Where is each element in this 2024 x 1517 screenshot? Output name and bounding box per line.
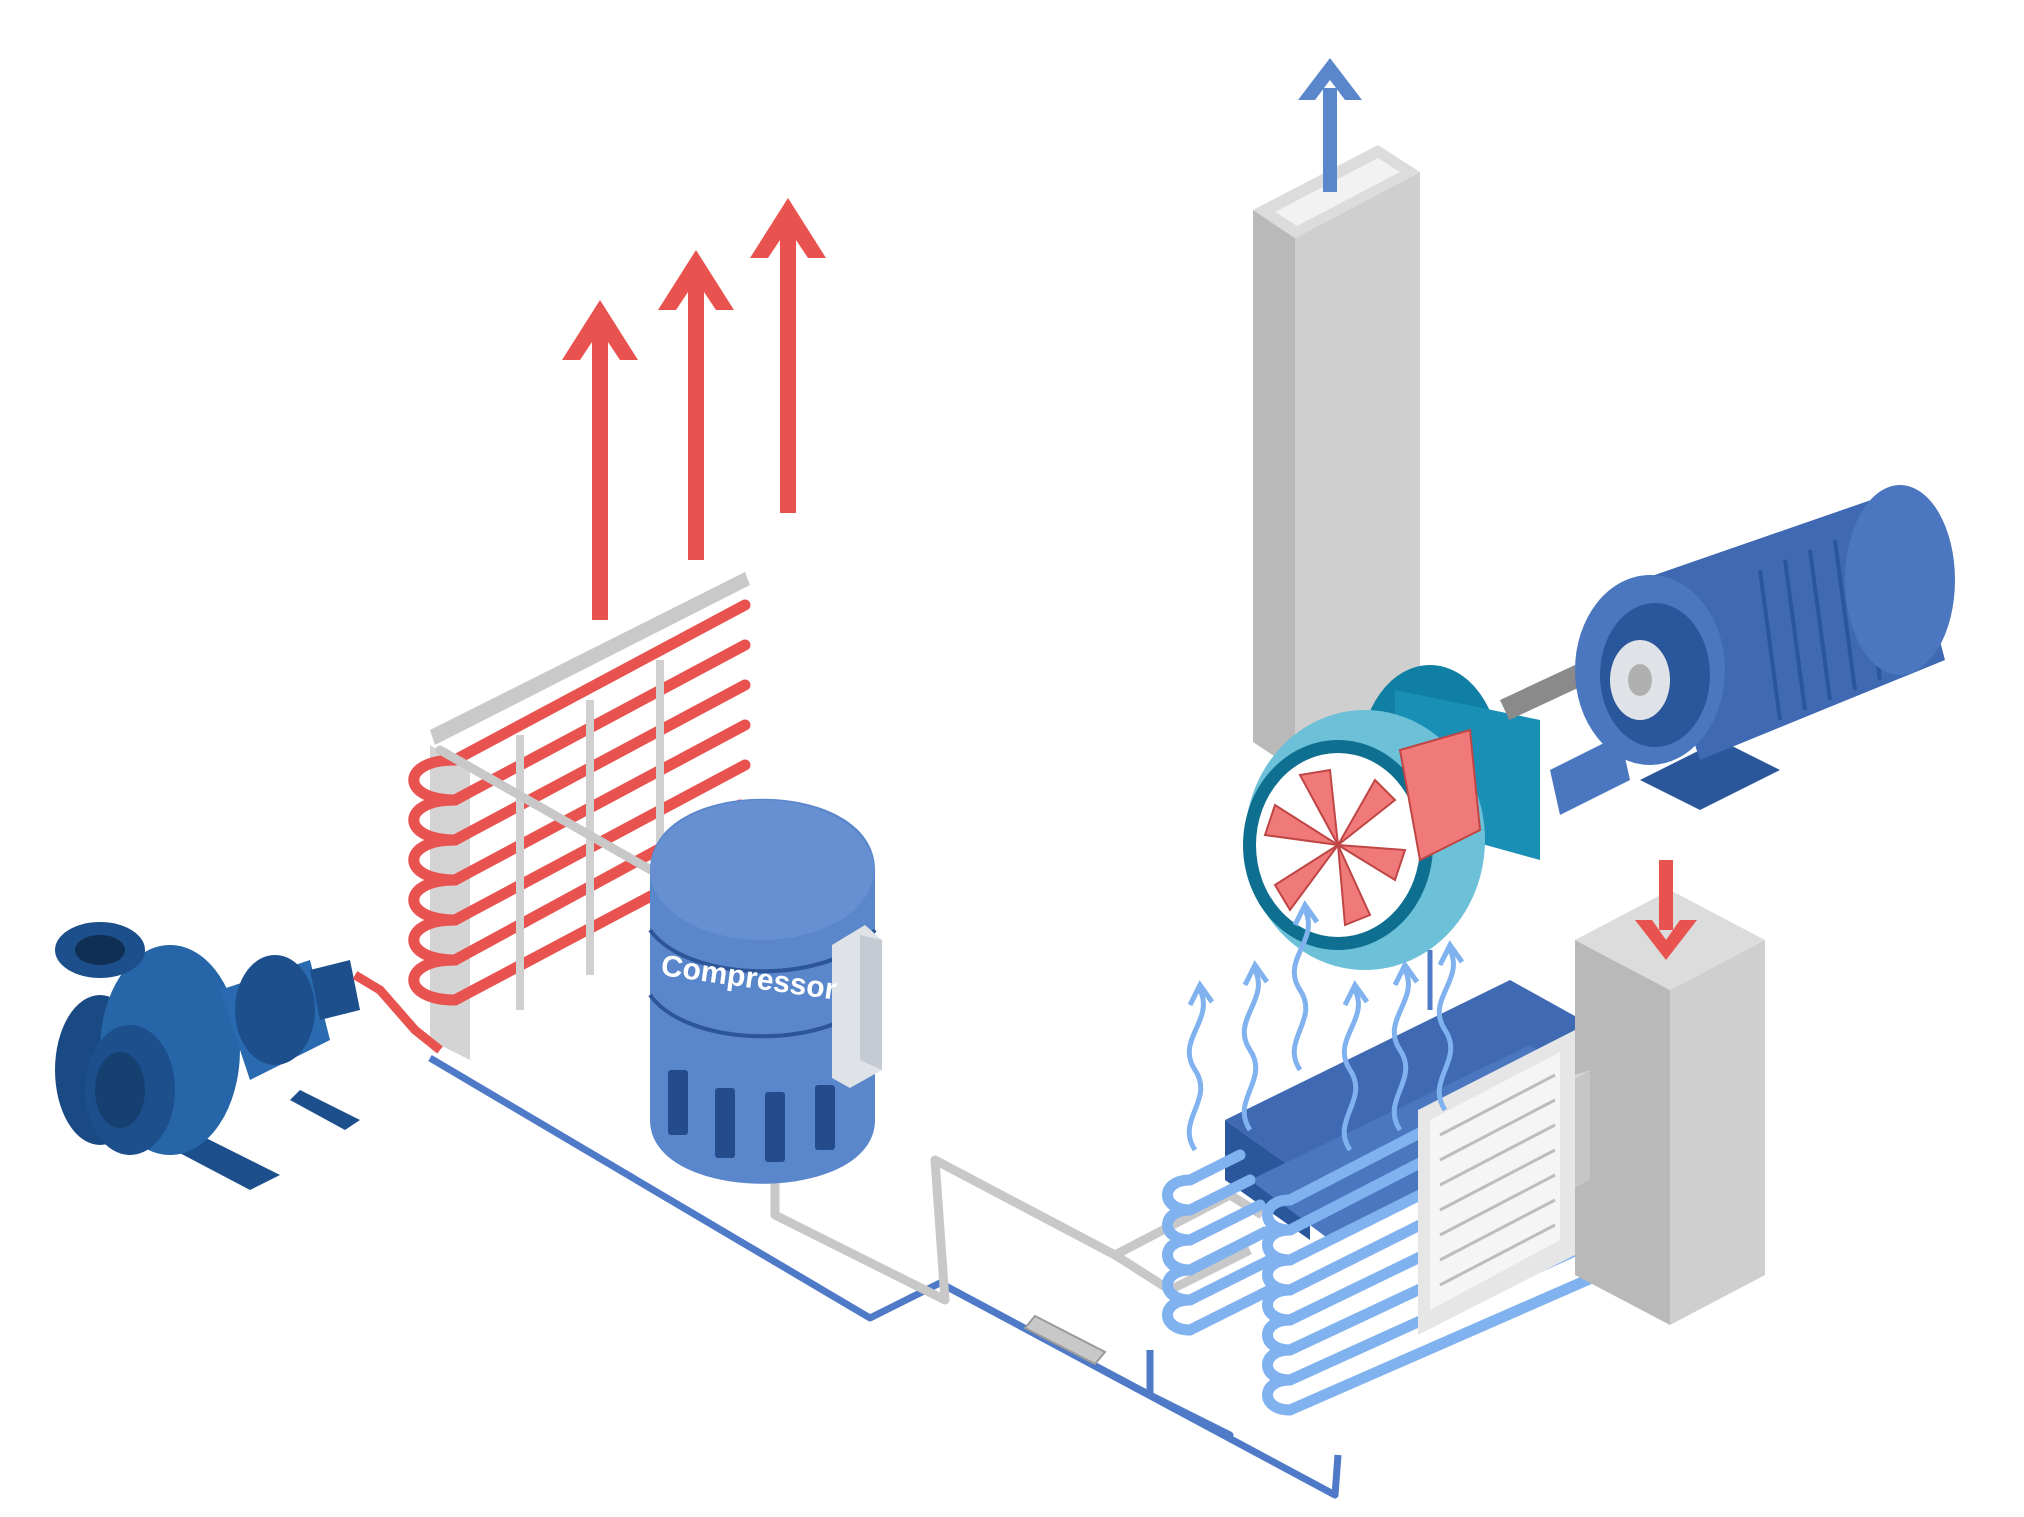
wavy-airflow-arrow-icon xyxy=(1291,900,1320,1072)
compressor: Compressor xyxy=(648,798,882,1184)
blue-up-arrow-icon xyxy=(1298,58,1362,192)
red-down-arrow-icon xyxy=(1635,860,1697,960)
red-up-arrow-icon xyxy=(658,250,734,560)
red-up-arrow-icon xyxy=(750,198,826,513)
filter-drier xyxy=(1023,1314,1107,1366)
return-air-duct xyxy=(1418,890,1765,1335)
red-up-arrow-icon xyxy=(562,300,638,620)
wavy-airflow-arrow-icon xyxy=(1241,960,1270,1132)
pump xyxy=(55,922,360,1190)
wavy-airflow-arrow-icon xyxy=(1341,980,1370,1152)
pump-outlet-pipe xyxy=(352,971,443,1054)
motor xyxy=(1500,485,1955,815)
exhaust-duct xyxy=(1253,145,1420,770)
wavy-airflow-arrow-icon xyxy=(1186,980,1215,1152)
wavy-airflow-arrow-icon xyxy=(1391,960,1420,1132)
wavy-airflow-arrow-icon xyxy=(1436,940,1465,1112)
